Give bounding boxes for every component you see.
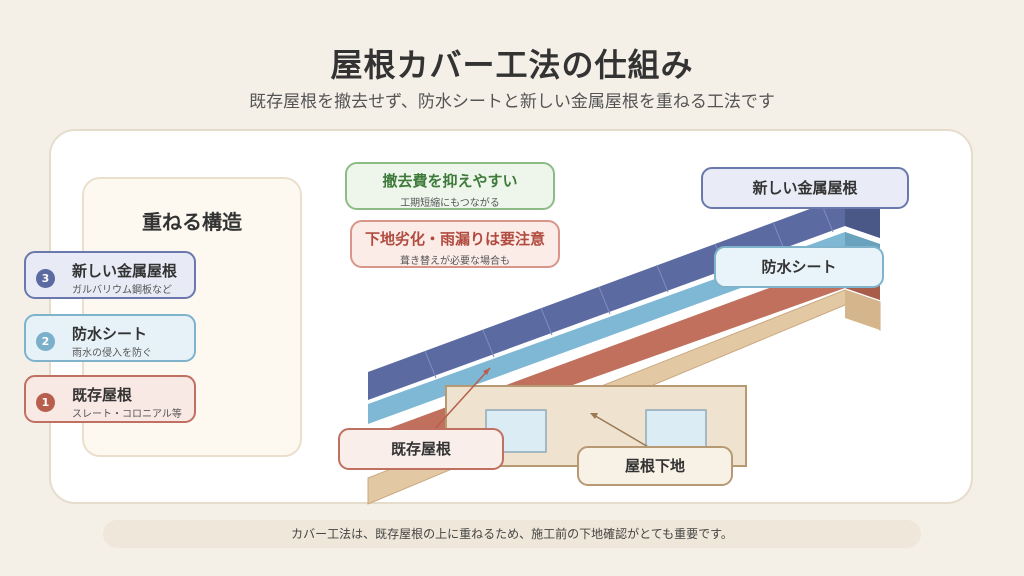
- callout-metal-roof: 新しい金属屋根: [701, 167, 909, 209]
- footer-note: カバー工法は、既存屋根の上に重ねるため、施工前の下地確認がとても重要です。: [103, 520, 921, 548]
- existing-roof-pointer-head: [483, 368, 490, 375]
- merit-note-title: 撤去費を抑えやすい: [382, 172, 518, 190]
- legend-title: 重ねる構造: [142, 210, 242, 234]
- legend-number-badge: 1: [36, 393, 55, 412]
- roof-base-pointer: [591, 413, 651, 449]
- legend-item-sub: スレート・コロニアル等: [72, 409, 182, 420]
- legend-item-sub: ガルバリウム鋼板など: [72, 285, 172, 296]
- existing-roof-pointer: [431, 367, 491, 433]
- roof-base-side: [845, 290, 880, 330]
- legend-item-existing-roof: 1 既存屋根 スレート・コロニアル等: [24, 375, 196, 423]
- callout-existing-roof: 既存屋根: [338, 428, 504, 470]
- roof-base-pointer-head: [590, 413, 598, 419]
- legend-item-label: 防水シート: [72, 325, 148, 343]
- caution-note-sub: 葺き替えが必要な場合も: [400, 256, 510, 267]
- metal-roof-seams: [424, 204, 834, 379]
- legend-number-badge: 3: [36, 269, 55, 288]
- legend-item-label: 既存屋根: [72, 386, 133, 404]
- legend-item-metal-roof: 3 新しい金属屋根 ガルバリウム鋼板など: [24, 251, 196, 299]
- legend-number-badge: 2: [36, 332, 55, 351]
- merit-note: 撤去費を抑えやすい 工期短縮にもつながる: [345, 162, 555, 210]
- callout-waterproof-sheet: 防水シート: [714, 246, 884, 288]
- callout-roof-base: 屋根下地: [577, 446, 733, 486]
- page-title: 屋根カバー工法の仕組み: [330, 46, 694, 84]
- legend-item-label: 新しい金属屋根: [72, 262, 178, 280]
- caution-note-title: 下地劣化・雨漏りは要注意: [364, 230, 545, 248]
- page-subtitle: 既存屋根を撤去せず、防水シートと新しい金属屋根を重ねる工法です: [249, 92, 775, 112]
- legend-item-waterproof-sheet: 2 防水シート 雨水の侵入を防ぐ: [24, 314, 196, 362]
- legend-item-sub: 雨水の侵入を防ぐ: [72, 348, 152, 359]
- caution-note: 下地劣化・雨漏りは要注意 葺き替えが必要な場合も: [350, 220, 560, 268]
- merit-note-sub: 工期短縮にもつながる: [400, 198, 500, 209]
